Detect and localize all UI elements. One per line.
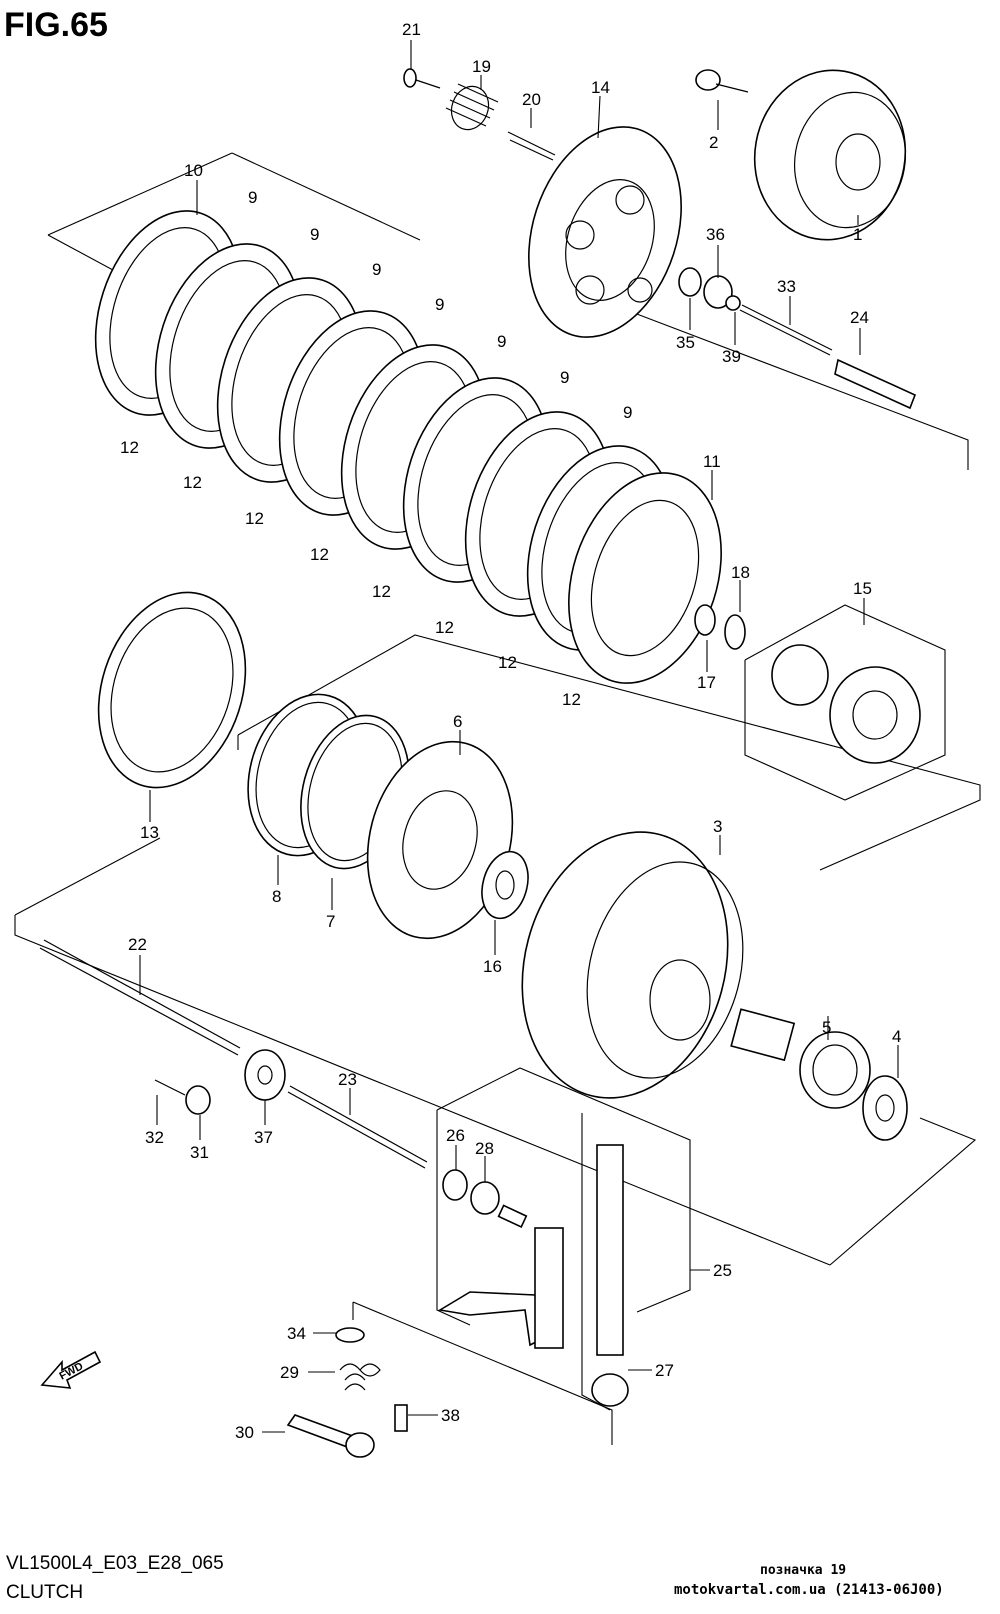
figure-mark: позначка 19 — [760, 1563, 847, 1578]
callout-34: 34 — [287, 1324, 306, 1343]
callout-37: 37 — [254, 1128, 273, 1147]
callout-4: 4 — [892, 1027, 901, 1046]
seal-17-18 — [694, 604, 746, 650]
callout-7: 7 — [326, 912, 335, 931]
callout-23: 23 — [338, 1070, 357, 1089]
callout-18: 18 — [731, 563, 750, 582]
figure-name: CLUTCH — [6, 1582, 84, 1603]
callout-12a: 12 — [120, 438, 139, 457]
damper-group — [771, 644, 921, 764]
callout-36: 36 — [706, 225, 725, 244]
callout-17: 17 — [697, 673, 716, 692]
callout-16: 16 — [483, 957, 502, 976]
callout-29: 29 — [280, 1363, 299, 1382]
callout-22: 22 — [128, 935, 147, 954]
callout-9a: 9 — [248, 188, 257, 207]
callout-30: 30 — [235, 1423, 254, 1442]
figure-title: FIG.65 — [4, 6, 108, 44]
callout-27: 27 — [655, 1361, 674, 1380]
callout-12h: 12 — [562, 690, 581, 709]
group-outline-damper — [744, 604, 946, 801]
callout-35: 35 — [676, 333, 695, 352]
callout-12c: 12 — [245, 509, 264, 528]
callout-10: 10 — [184, 161, 203, 180]
spring-bolt-group — [403, 68, 749, 161]
clutch-plate-13 — [97, 591, 247, 789]
leader-lines — [139, 40, 899, 1433]
rods — [39, 939, 428, 1169]
callout-32: 32 — [145, 1128, 164, 1147]
callout-9c: 9 — [372, 260, 381, 279]
callout-24: 24 — [850, 308, 869, 327]
callout-28: 28 — [475, 1139, 494, 1158]
source-watermark: motokvartal.com.ua (21413-06J00) — [674, 1582, 944, 1598]
bearing-washer — [799, 1031, 908, 1141]
callout-9f: 9 — [560, 368, 569, 387]
callout-38: 38 — [441, 1406, 460, 1425]
callout-9e: 9 — [497, 332, 506, 351]
callout-31: 31 — [190, 1143, 209, 1162]
clutch-plate-stack — [94, 210, 722, 684]
callout-25: 25 — [713, 1261, 732, 1280]
callout-15: 15 — [853, 579, 872, 598]
callout-9d: 9 — [435, 295, 444, 314]
callout-13: 13 — [140, 823, 159, 842]
callout-21: 21 — [402, 20, 421, 39]
callout-39: 39 — [722, 347, 741, 366]
hub-and-rings — [247, 693, 529, 940]
callout-5: 5 — [822, 1018, 831, 1037]
callout-labels: 21 19 20 14 2 1 36 35 39 33 24 10 9 9 9 … — [120, 20, 901, 1442]
callout-12f: 12 — [435, 618, 454, 637]
callout-12e: 12 — [372, 582, 391, 601]
callout-9b: 9 — [310, 225, 319, 244]
callout-6: 6 — [453, 712, 462, 731]
callout-33: 33 — [777, 277, 796, 296]
callout-14: 14 — [591, 78, 610, 97]
callout-19: 19 — [472, 57, 491, 76]
callout-20: 20 — [522, 90, 541, 109]
callout-1: 1 — [853, 225, 862, 244]
callout-12g: 12 — [498, 653, 517, 672]
group-outline-basket — [14, 634, 981, 1266]
fwd-arrow-icon: FWD — [40, 1350, 102, 1389]
pressure-plate — [528, 126, 682, 338]
callout-12d: 12 — [310, 545, 329, 564]
clutch-housing — [521, 831, 796, 1099]
callout-26: 26 — [446, 1126, 465, 1145]
callout-11: 11 — [703, 452, 721, 471]
callout-9g: 9 — [623, 403, 632, 422]
callout-2: 2 — [709, 133, 718, 152]
push-rod-group — [678, 267, 917, 410]
release-mechanism — [437, 1144, 629, 1407]
callout-12b: 12 — [183, 473, 202, 492]
callout-3: 3 — [713, 817, 722, 836]
lever-spring-group — [286, 1327, 408, 1458]
group-outline-release — [352, 1067, 691, 1445]
primary-driven-gear — [753, 69, 907, 241]
callout-8: 8 — [272, 887, 281, 906]
figure-code: VL1500L4_E03_E28_065 — [6, 1553, 224, 1574]
